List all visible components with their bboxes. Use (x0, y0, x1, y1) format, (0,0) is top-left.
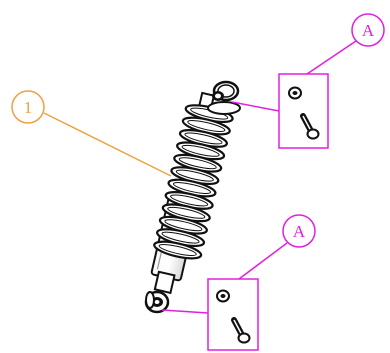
spring-coil-inner (161, 231, 200, 244)
coil-spring (153, 104, 234, 260)
hardware-kit-box-bottom (207, 278, 259, 351)
hardware-a-bottom-label: A (293, 222, 306, 241)
washer-icon (288, 86, 302, 100)
washer-icon (216, 289, 230, 303)
spring-coil-inner (187, 120, 226, 132)
spring-coil-inner (178, 157, 217, 170)
spring-coil-inner (184, 132, 223, 145)
top-mount-eye (207, 80, 241, 115)
bolt-icon (300, 113, 320, 140)
spring-coil-inner (175, 169, 214, 182)
bolt-icon (231, 317, 251, 344)
spring-coil-inner (181, 144, 220, 157)
spring-coil-inner (172, 182, 212, 194)
spring-coil-inner (170, 194, 209, 207)
part-1-callout: 1 (11, 90, 172, 177)
hardware-a-bottom-callout: A (161, 214, 316, 351)
spring-coil (153, 240, 203, 260)
part-1-label: 1 (24, 98, 33, 117)
shock-absorber-icon (144, 80, 241, 314)
hardware-a-top-callout: A (231, 13, 385, 149)
spring-coil-inner (167, 206, 206, 219)
spring-coil-inner (164, 219, 203, 232)
hardware-a-top-label: A (362, 21, 375, 40)
hardware-kit-box-top (278, 73, 329, 149)
spring-coil-inner (158, 244, 197, 256)
bottom-mount-eye (144, 290, 170, 314)
